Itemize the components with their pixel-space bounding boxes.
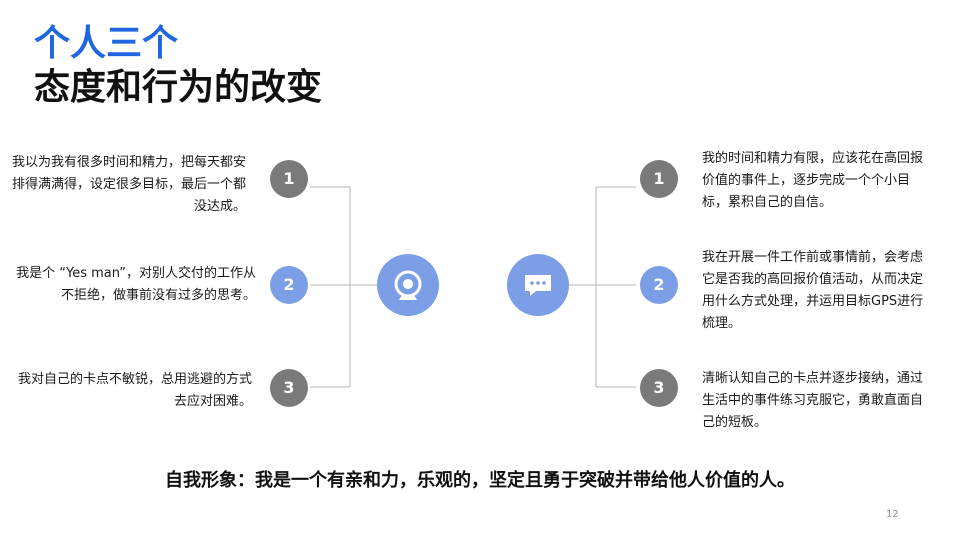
right-badge-2: 2 (640, 266, 678, 304)
left-badge-3: 3 (270, 369, 308, 407)
webcam-icon (394, 270, 422, 300)
right-badge-1: 1 (640, 160, 678, 198)
right-badge-3: 3 (640, 369, 678, 407)
page-number: 12 (886, 509, 899, 520)
title-line-2: 态度和行为的改变 (34, 67, 323, 108)
left-item-3-text: 我对自己的卡点不敏锐，总用逃避的方式去应对困难。 (17, 372, 252, 409)
right-item-1-text: 我的时间和精力有限，应该花在高回报价值的事件上，逐步完成一个个小目标，累积自己的… (702, 151, 924, 210)
left-badge-1: 1 (270, 160, 308, 198)
self-image-statement: 自我形象：我是一个有亲和力，乐观的，坚定且勇于突破并带给他人价值的人。 (165, 470, 795, 491)
left-hub (377, 254, 439, 316)
left-badge-2: 2 (270, 266, 308, 304)
title-line-1: 个人三个 (34, 23, 179, 64)
right-item-3-text: 清晰认知自己的卡点并逐步接纳，通过生活中的事件练习克服它，勇敢直面自己的短板。 (702, 371, 924, 430)
left-item-2-text: 我是个 “Yes man”，对别人交付的工作从不拒绝，做事前没有过多的思考。 (16, 266, 256, 303)
chat-bubble-icon (525, 275, 551, 296)
right-item-2-text: 我在开展一件工作前或事情前，会考虑它是否我的高回报价值活动，从而决定用什么方式处… (702, 250, 924, 331)
right-hub (507, 254, 569, 316)
left-item-1-text: 我以为我有很多时间和精力，把每天都安排得满满得，设定很多目标，最后一个都没达成。 (11, 155, 246, 214)
